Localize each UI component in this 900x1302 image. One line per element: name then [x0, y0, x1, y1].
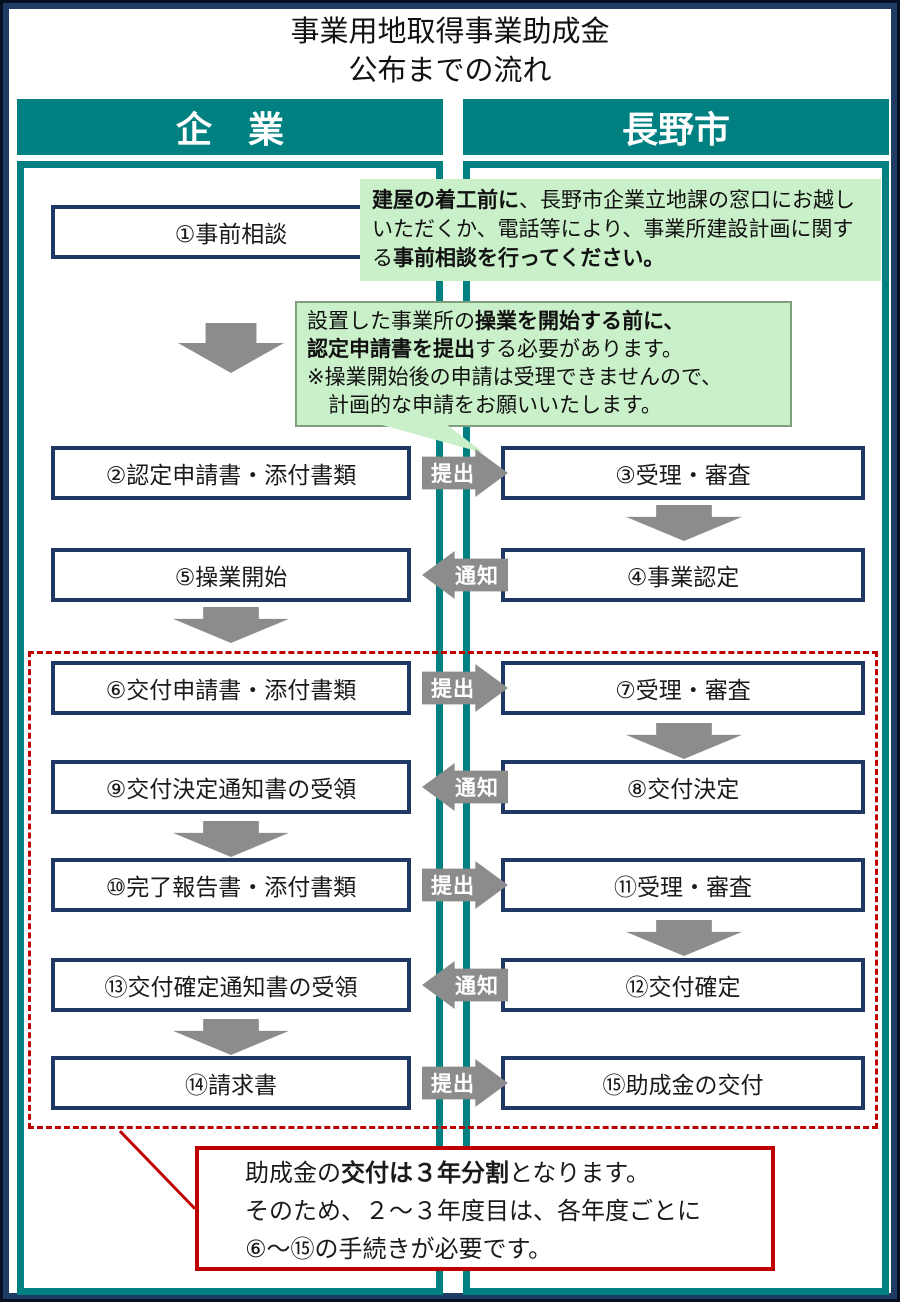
note-line1: 助成金の交付は３年分割となります。: [245, 1155, 761, 1193]
flow-box-14-invoice: ⑭請求書: [51, 1056, 411, 1110]
callout-text-segment: 建屋の着工前に: [372, 189, 519, 212]
submit-arrow-label: 提出: [431, 1073, 475, 1096]
flow-box-8-grant-decision: ⑧交付決定: [501, 760, 865, 814]
flow-box-label: ⑭請求書: [185, 1072, 277, 1098]
flow-box-label: ③受理・審査: [615, 462, 751, 488]
flow-box-label: ⑥交付申請書・添付書類: [105, 677, 357, 703]
flow-box-4-business-certification: ④事業認定: [501, 548, 865, 602]
flow-box-label: ⑨交付決定通知書の受領: [105, 776, 357, 802]
flow-box-5-operation-start: ⑤操業開始: [51, 548, 411, 602]
flow-box-label: ④事業認定: [626, 564, 740, 590]
submit-arrow-label: 提出: [431, 463, 475, 486]
callout-text-segment: 設置した事業所の: [307, 310, 475, 333]
column-header-city-label: 長野市: [621, 109, 730, 150]
three-year-note: 助成金の交付は３年分割となります。 そのため、２～３年度目は、各年度ごとに ⑥～…: [195, 1146, 775, 1271]
note-line2: そのため、２～３年度目は、各年度ごとに: [245, 1198, 701, 1225]
callout-line: 認定申請書を提出する必要があります。: [307, 336, 780, 364]
flow-box-13-grant-confirmation-notice-receipt: ⑬交付確定通知書の受領: [51, 958, 411, 1012]
callout-pre-consultation: 建屋の着工前に、長野市企業立地課の窓口にお越しいただくか、電話等により、事業所建…: [360, 179, 881, 281]
flow-box-label: ⑬交付確定通知書の受領: [104, 974, 358, 1000]
notify-arrow-label: 通知: [455, 975, 499, 998]
flow-box-label: ⑧交付決定: [626, 776, 740, 802]
repeat-section-outline: [28, 651, 878, 1129]
callout-line: 設置した事業所の操業を開始する前に、: [307, 308, 780, 336]
callout-text-segment: 、長野市企業立地課の窓口にお越しいただくか、電話等により、事業所建設計画に関する: [372, 189, 855, 270]
flow-box-2-certification-application: ②認定申請書・添付書類: [51, 446, 411, 500]
page-title-line2: 公布までの流れ: [348, 55, 552, 87]
flow-box-9-grant-decision-notice-receipt: ⑨交付決定通知書の受領: [51, 760, 411, 814]
flow-box-label: ⑮助成金の交付: [602, 1072, 764, 1098]
column-header-company-label: 企 業: [175, 109, 284, 150]
page-title: 事業用地取得事業助成金 公布までの流れ: [3, 13, 897, 91]
flow-box-3-receipt-review: ③受理・審査: [501, 446, 865, 500]
flow-box-7-receipt-review: ⑦受理・審査: [501, 661, 865, 715]
flow-box-label: ⑪受理・審査: [614, 874, 752, 900]
flow-box-11-receipt-review: ⑪受理・審査: [501, 858, 865, 912]
callout-text-segment: する必要があります。: [475, 338, 683, 361]
callout-line: 計画的な申請をお願いいたします。: [307, 394, 662, 417]
flow-box-label: ②認定申請書・添付書類: [105, 462, 357, 488]
note-text-segment: となります。: [509, 1160, 650, 1187]
notify-arrow-label: 通知: [455, 565, 499, 588]
flow-box-label: ⑦受理・審査: [615, 677, 751, 703]
flow-box-label: ⑩完了報告書・添付書類: [105, 874, 357, 900]
note-text-segment: 交付は３年分割: [341, 1160, 509, 1187]
flow-box-10-completion-report: ⑩完了報告書・添付書類: [51, 858, 411, 912]
submit-arrow-label: 提出: [431, 678, 475, 701]
note-text-segment: 助成金の: [245, 1160, 341, 1187]
note-line3: ⑥～⑮の手続きが必要です。: [245, 1236, 553, 1263]
flow-box-label: ①事前相談: [174, 221, 288, 247]
callout-text-segment: 事前相談を行ってください。: [393, 247, 665, 270]
flow-box-1-prior-consultation: ①事前相談: [51, 205, 411, 259]
callout-text-segment: 認定申請書を提出: [307, 338, 475, 361]
column-header-city: 長野市: [463, 99, 889, 155]
flow-box-6-grant-application: ⑥交付申請書・添付書類: [51, 661, 411, 715]
callout-text-segment: 操業を開始する前に、: [475, 310, 685, 333]
page-title-line1: 事業用地取得事業助成金: [290, 16, 610, 48]
flow-box-12-grant-confirmation: ⑫交付確定: [501, 958, 865, 1012]
callout-before-operation: 設置した事業所の操業を開始する前に、 認定申請書を提出する必要があります。 ※操…: [295, 301, 792, 453]
flow-box-label: ⑤操業開始: [174, 564, 288, 590]
notify-arrow-label: 通知: [455, 777, 499, 800]
company-column-panel: [17, 161, 443, 1295]
city-column-panel: [463, 161, 889, 1295]
column-header-company: 企 業: [17, 99, 443, 155]
submit-arrow-label: 提出: [431, 875, 475, 898]
callout-line: ※操業開始後の申請は受理できませんので、: [307, 366, 723, 389]
flow-box-15-subsidy-grant: ⑮助成金の交付: [501, 1056, 865, 1110]
flow-box-label: ⑫交付確定: [625, 974, 741, 1000]
